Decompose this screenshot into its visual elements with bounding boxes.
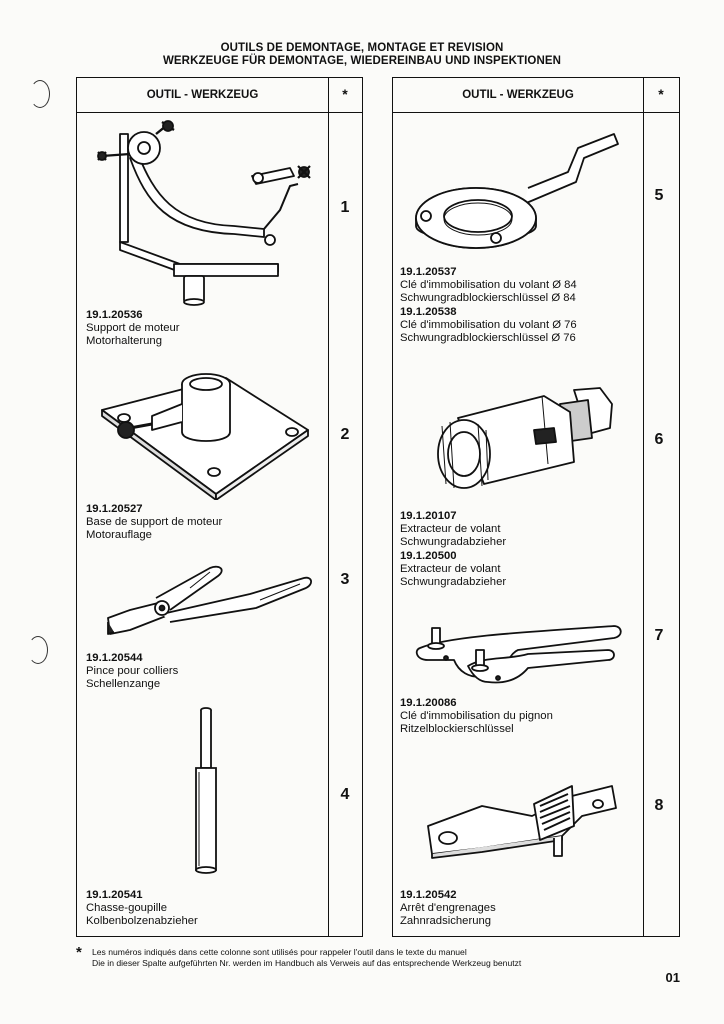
tool-name-fr: Extracteur de volant (400, 523, 501, 536)
binder-hole (30, 80, 50, 108)
item-number-4: 4 (340, 786, 350, 803)
flywheel-lock-wrench-icon (415, 133, 619, 249)
tool-code: 19.1.20544 (86, 652, 143, 664)
clamp-pliers-icon (107, 565, 312, 635)
binder-hole (28, 636, 48, 664)
tool-name-fr: Base de support de moteur (86, 516, 223, 529)
column-header-tool: OUTIL - WERKZEUG (146, 89, 259, 101)
tool-name-de: Motorauflage (86, 529, 152, 542)
column-header-star: * (342, 86, 348, 102)
column-divider (643, 78, 644, 936)
tool-code: 19.1.20536 (86, 309, 143, 321)
tool-caption-5: 19.1.20537 Clé d'immobilisation du volan… (400, 266, 577, 345)
tool-code: 19.1.20500 (400, 549, 457, 562)
tool-code: 19.1.20086 (400, 697, 457, 709)
tool-name-de: Schwungradabzieher (400, 536, 507, 549)
table-header-row (77, 78, 362, 113)
footnote-de: Die in dieser Spalte aufgeführten Nr. we… (92, 958, 522, 968)
tool-code: 19.1.20542 (400, 889, 457, 901)
tool-code: 19.1.20541 (86, 889, 143, 901)
tool-name-fr: Arrêt d'engrenages (400, 902, 496, 915)
tool-name-fr: Clé d'immobilisation du pignon (400, 710, 553, 723)
tool-name-fr: Clé d'immobilisation du volant Ø 84 (400, 279, 577, 292)
tool-name-de: Schwungradblockierschlüssel Ø 76 (400, 332, 576, 345)
footnote-star: * (76, 944, 82, 961)
page-number: 01 (665, 970, 680, 985)
tool-code: 19.1.20527 (86, 503, 143, 515)
tool-name-fr: Clé d'immobilisation du volant Ø 76 (400, 318, 577, 331)
column-header-star: * (658, 86, 664, 102)
tool-name-fr: Support de moteur (86, 322, 180, 335)
page-title-fr: OUTILS DE DEMONTAGE, MONTAGE ET REVISION (220, 42, 504, 54)
engine-stand-base-icon (101, 373, 309, 500)
tool-caption-6: 19.1.20107 Extracteur de volant Schwungr… (400, 510, 506, 589)
pinion-lock-wrench-icon (415, 625, 622, 684)
item-number-6: 6 (654, 431, 664, 448)
tool-name-de: Schellenzange (86, 678, 161, 691)
gear-stop-icon (427, 785, 617, 859)
tool-caption-2: 19.1.20527 Base de support de moteur Mot… (86, 503, 222, 543)
column-divider (328, 78, 329, 936)
tool-table-right: OUTIL - WERKZEUG * (392, 77, 680, 937)
tool-caption-1: 19.1.20536 Support de moteur Motorhalter… (86, 309, 180, 349)
tool-code: 19.1.20107 (400, 510, 457, 522)
tool-caption-8: 19.1.20542 Arrêt d'engrenages Zahnradsic… (400, 889, 496, 929)
item-number-8: 8 (654, 797, 664, 814)
page-title-de: WERKZEUGE FÜR DEMONTAGE, WIEDEREINBAU UN… (162, 55, 562, 67)
tool-name-de: Kolbenbolzenabzieher (86, 915, 198, 928)
tool-name-de: Motorhalterung (86, 335, 162, 348)
pin-punch-icon (195, 707, 217, 874)
tool-caption-7: 19.1.20086 Clé d'immobilisation du pigno… (400, 697, 553, 737)
footnote: Les numéros indiqués dans cette colonne … (92, 947, 521, 969)
flywheel-puller-icon (437, 387, 613, 489)
item-number-3: 3 (340, 571, 350, 588)
tool-caption-4: 19.1.20541 Chasse-goupille Kolbenbolzena… (86, 889, 198, 929)
footnote-fr: Les numéros indiqués dans cette colonne … (92, 947, 467, 957)
tool-code: 19.1.20537 (400, 266, 457, 278)
tool-table-left: OUTIL - WERKZEUG * (76, 77, 363, 937)
tool-name-fr: Pince pour colliers (86, 665, 179, 678)
tool-name-de: Zahnradsicherung (400, 915, 492, 928)
tool-name-fr: Extracteur de volant (400, 562, 501, 575)
tool-name-de: Schwungradabzieher (400, 576, 507, 589)
tool-name-fr: Chasse-goupille (86, 902, 168, 915)
tool-name-de: Ritzelblockierschlüssel (400, 723, 514, 736)
item-number-1: 1 (340, 199, 350, 216)
engine-stand-icon (97, 120, 311, 306)
item-number-2: 2 (340, 426, 350, 443)
item-number-7: 7 (654, 627, 664, 644)
column-header-tool: OUTIL - WERKZEUG (462, 89, 574, 101)
item-number-5: 5 (654, 187, 664, 204)
table-header-row (393, 78, 679, 113)
tool-caption-3: 19.1.20544 Pince pour colliers Schellenz… (86, 652, 178, 692)
tool-code: 19.1.20538 (400, 305, 457, 318)
tool-name-de: Schwungradblockierschlüssel Ø 84 (400, 292, 576, 305)
